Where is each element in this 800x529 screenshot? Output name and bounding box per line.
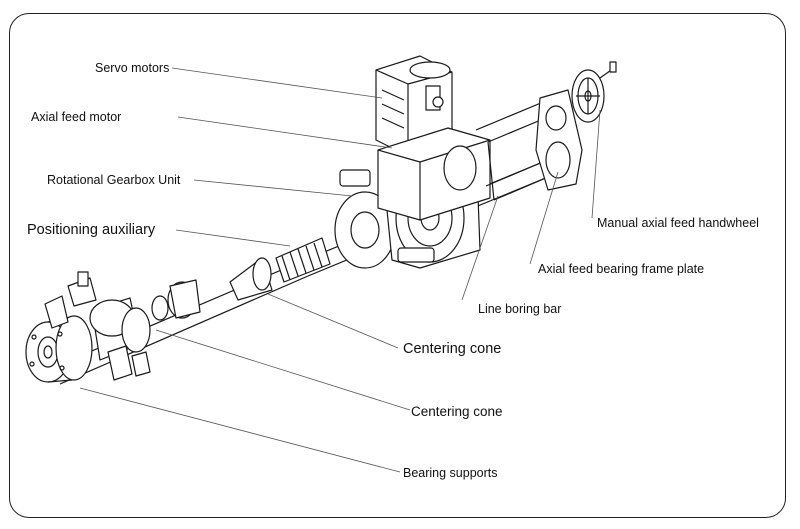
label-bearing-supports: Bearing supports: [403, 466, 498, 480]
label-positioning-auxiliary: Positioning auxiliary: [27, 222, 156, 238]
manual-handwheel: [571, 61, 617, 123]
label-servo-motors: Servo motors: [95, 61, 170, 75]
centering-cone-left: [229, 257, 273, 301]
servo-motor: [375, 55, 453, 157]
label-centering-cone-1: Centering cone: [403, 341, 502, 357]
label-manual-axial-feed-handwheel: Manual axial feed handwheel: [597, 216, 759, 230]
axial-feed-bearing-frame-plate: [535, 89, 583, 191]
support-arms: [89, 297, 151, 381]
label-axial-feed-motor: Axial feed motor: [31, 110, 122, 124]
label-rotational-gearbox-unit: Rotational Gearbox Unit: [47, 173, 181, 187]
mid-bearing-support: [151, 279, 201, 321]
leader-lines: [79, 67, 601, 473]
label-axial-feed-bearing-frame-plate: Axial feed bearing frame plate: [538, 262, 705, 276]
axial-feed-gearbox: [377, 127, 491, 221]
positioning-auxiliary-spring: [275, 237, 331, 283]
label-centering-cone-2: Centering cone: [411, 404, 503, 419]
label-line-boring-bar: Line boring bar: [478, 302, 562, 316]
left-bearing-support: [25, 271, 97, 383]
